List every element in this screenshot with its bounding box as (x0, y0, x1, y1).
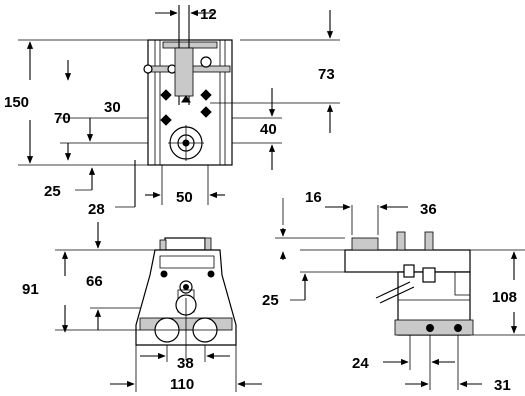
dim-base-width: 31 (494, 377, 511, 394)
dim-base-offset: 24 (352, 355, 369, 372)
dim-left-gap: 16 (305, 189, 322, 206)
dim-overall-height: 150 (4, 94, 29, 111)
dim-front-overall-width: 110 (170, 376, 194, 393)
top-view (143, 5, 233, 166)
dimension-labels: 12 73 150 30 70 40 25 28 50 91 66 38 110… (4, 6, 517, 394)
dim-side-overall-height: 108 (492, 289, 517, 306)
side-view-dimension-lines (275, 198, 525, 390)
dim-bolt-gap: 12 (200, 6, 217, 23)
dim-slot-offset: 30 (104, 99, 121, 116)
dim-lower-gap: 25 (262, 292, 279, 309)
dim-slot-width: 28 (88, 201, 105, 218)
dim-mid-offset: 70 (54, 110, 71, 127)
dim-arm-width: 36 (420, 201, 437, 218)
top-view-dimension-lines (18, 9, 340, 208)
dim-hub-offset: 40 (260, 121, 277, 138)
dim-upper-offset: 73 (318, 66, 335, 83)
dim-lower-offset: 25 (44, 183, 61, 200)
front-view-dimension-lines (55, 222, 262, 392)
dim-front-mid-height: 66 (86, 273, 103, 290)
dim-front-height: 91 (22, 281, 39, 298)
side-view (344, 231, 474, 336)
dim-roller-spacing: 38 (177, 355, 194, 372)
dim-hub-width: 50 (176, 189, 193, 206)
front-view (135, 237, 237, 360)
bolt-hole-markers (160, 89, 212, 126)
